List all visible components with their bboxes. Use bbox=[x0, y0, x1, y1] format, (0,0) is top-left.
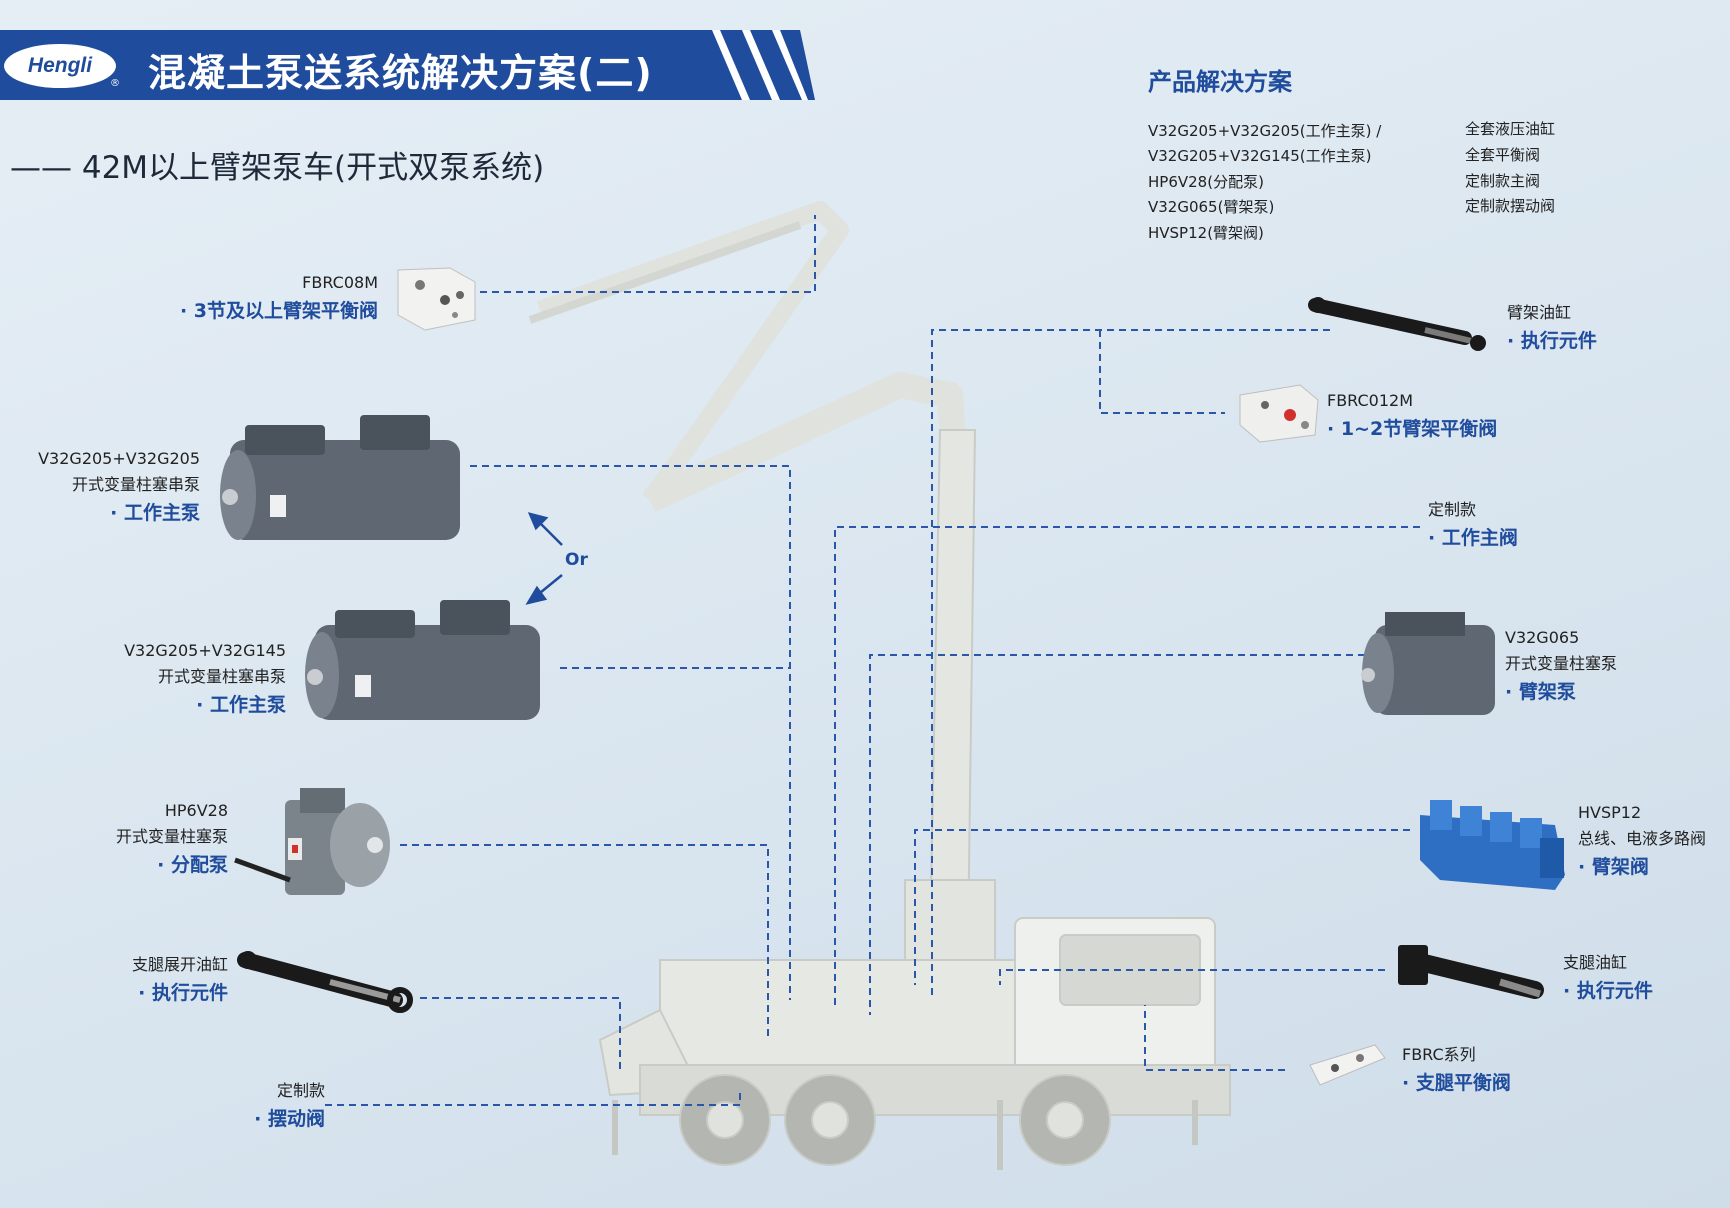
outrigger-cylinder-desc: 支腿油缸 bbox=[1563, 953, 1628, 972]
outrigger-cylinder-picture bbox=[1398, 945, 1544, 999]
solution-item: 全套液压油缸 bbox=[1465, 120, 1556, 138]
outrigger-ext-role: · 执行元件 bbox=[138, 982, 228, 1004]
boom-turret bbox=[904, 879, 996, 961]
main-valve-label: 定制款 · 工作主阀 bbox=[1428, 497, 1518, 550]
pump-truck-illustration bbox=[528, 201, 1231, 1170]
boom-section-upper-2 bbox=[528, 221, 802, 324]
fbrc012m-label: FBRC012M · 1~2节臂架平衡阀 bbox=[1327, 388, 1497, 441]
outrigger-ext-label: 支腿展开油缸 · 执行元件 bbox=[132, 952, 228, 1005]
solution-item: HVSP12(臂架阀) bbox=[1148, 224, 1264, 242]
main-valve-desc: 定制款 bbox=[1428, 500, 1477, 519]
or-arrows bbox=[525, 512, 563, 605]
v32g065-desc: 开式变量柱塞泵 bbox=[1505, 654, 1618, 673]
fbrc08m-model: FBRC08M bbox=[302, 273, 378, 292]
swing-valve-label: 定制款 · 摆动阀 bbox=[254, 1078, 325, 1131]
v32g065-role: · 臂架泵 bbox=[1505, 681, 1576, 703]
main-valve-role: · 工作主阀 bbox=[1428, 527, 1518, 549]
fbrc-series-role: · 支腿平衡阀 bbox=[1402, 1072, 1511, 1094]
pump1-role: · 工作主泵 bbox=[110, 502, 200, 524]
connector-lines bbox=[325, 215, 1420, 1106]
fbrc-series-label: FBRC系列 · 支腿平衡阀 bbox=[1402, 1042, 1511, 1095]
hvsp12-model: HVSP12 bbox=[1578, 803, 1642, 822]
solution-item: 全套平衡阀 bbox=[1465, 146, 1541, 164]
truck-body bbox=[659, 959, 1021, 1071]
solution-item: V32G205+V32G205(工作主泵) / bbox=[1148, 122, 1382, 140]
solution-item: 定制款主阀 bbox=[1465, 172, 1541, 190]
or-label: Or bbox=[565, 550, 588, 570]
page-subtitle: —— 42M以上臂架泵车(开式双泵系统) bbox=[10, 150, 545, 186]
swing-valve-desc: 定制款 bbox=[276, 1081, 325, 1100]
boom-cylinder-role: · 执行元件 bbox=[1507, 330, 1597, 352]
boom-cylinder-label: 臂架油缸 · 执行元件 bbox=[1507, 300, 1597, 353]
fbrc012m-valve-picture bbox=[1239, 384, 1319, 443]
fbrc08m-valve-picture bbox=[397, 267, 476, 331]
solution-item: V32G205+V32G145(工作主泵) bbox=[1148, 147, 1372, 165]
hp6v28-model: HP6V28 bbox=[164, 801, 228, 820]
boom-cylinder-desc: 臂架油缸 bbox=[1507, 303, 1572, 322]
outrigger-cylinder-role: · 执行元件 bbox=[1563, 980, 1653, 1002]
hp6v28-role: · 分配泵 bbox=[157, 854, 228, 876]
fbrc012m-model: FBRC012M bbox=[1327, 391, 1414, 410]
outrigger-ext-cylinder-picture bbox=[237, 951, 413, 1013]
fbrc08m-label: FBRC08M · 3节及以上臂架平衡阀 bbox=[180, 270, 378, 323]
fbrc-series-model: FBRC系列 bbox=[1402, 1045, 1476, 1064]
pump2-picture bbox=[305, 600, 540, 720]
hvsp12-role: · 臂架阀 bbox=[1578, 856, 1649, 878]
boom-mast bbox=[928, 429, 977, 941]
fbrc-series-valve-picture bbox=[1309, 1044, 1386, 1086]
pump1-desc: 开式变量柱塞串泵 bbox=[71, 475, 200, 494]
hvsp12-label: HVSP12 总线、电液多路阀 · 臂架阀 bbox=[1578, 800, 1706, 879]
logo-text: Hengli bbox=[27, 54, 93, 77]
v32g065-model: V32G065 bbox=[1505, 628, 1580, 647]
outrigger-cylinder-label: 支腿油缸 · 执行元件 bbox=[1563, 950, 1653, 1003]
swing-valve-role: · 摆动阀 bbox=[254, 1108, 325, 1130]
hp6v28-desc: 开式变量柱塞泵 bbox=[115, 827, 228, 846]
hp6v28-picture bbox=[234, 788, 390, 895]
v32g065-picture bbox=[1361, 612, 1495, 715]
pump2-role: · 工作主泵 bbox=[196, 694, 286, 716]
header-banner bbox=[0, 30, 815, 100]
pump1-model: V32G205+V32G205 bbox=[38, 449, 200, 468]
fbrc012m-role: · 1~2节臂架平衡阀 bbox=[1327, 418, 1498, 440]
boom-section-upper bbox=[536, 201, 849, 506]
outrigger-ext-desc: 支腿展开油缸 bbox=[131, 955, 228, 974]
solution-item: 定制款摆动阀 bbox=[1465, 197, 1556, 215]
hvsp12-desc: 总线、电液多路阀 bbox=[1578, 829, 1707, 848]
boom-cylinder-picture bbox=[1308, 297, 1486, 351]
v32g065-label: V32G065 开式变量柱塞泵 · 臂架泵 bbox=[1505, 625, 1617, 704]
solution-item: HP6V28(分配泵) bbox=[1148, 173, 1264, 191]
hengli-logo: Hengli bbox=[4, 44, 116, 88]
pump2-model: V32G205+V32G145 bbox=[124, 641, 286, 660]
fbrc08m-role: · 3节及以上臂架平衡阀 bbox=[179, 300, 378, 322]
solution-item: V32G065(臂架泵) bbox=[1148, 198, 1275, 216]
hvsp12-valve-picture bbox=[1420, 800, 1565, 890]
page-title: 混凝土泵送系统解决方案(二) bbox=[148, 51, 653, 95]
pump1-picture bbox=[220, 415, 460, 540]
logo-registered-mark: ® bbox=[110, 78, 120, 89]
pump2-label: V32G205+V32G145 开式变量柱塞串泵 · 工作主泵 bbox=[124, 638, 286, 717]
solutions-title: 产品解决方案 bbox=[1148, 68, 1292, 96]
pump1-label: V32G205+V32G205 开式变量柱塞串泵 · 工作主泵 bbox=[38, 446, 200, 525]
pump2-desc: 开式变量柱塞串泵 bbox=[157, 667, 286, 686]
hp6v28-label: HP6V28 开式变量柱塞泵 · 分配泵 bbox=[116, 798, 228, 877]
